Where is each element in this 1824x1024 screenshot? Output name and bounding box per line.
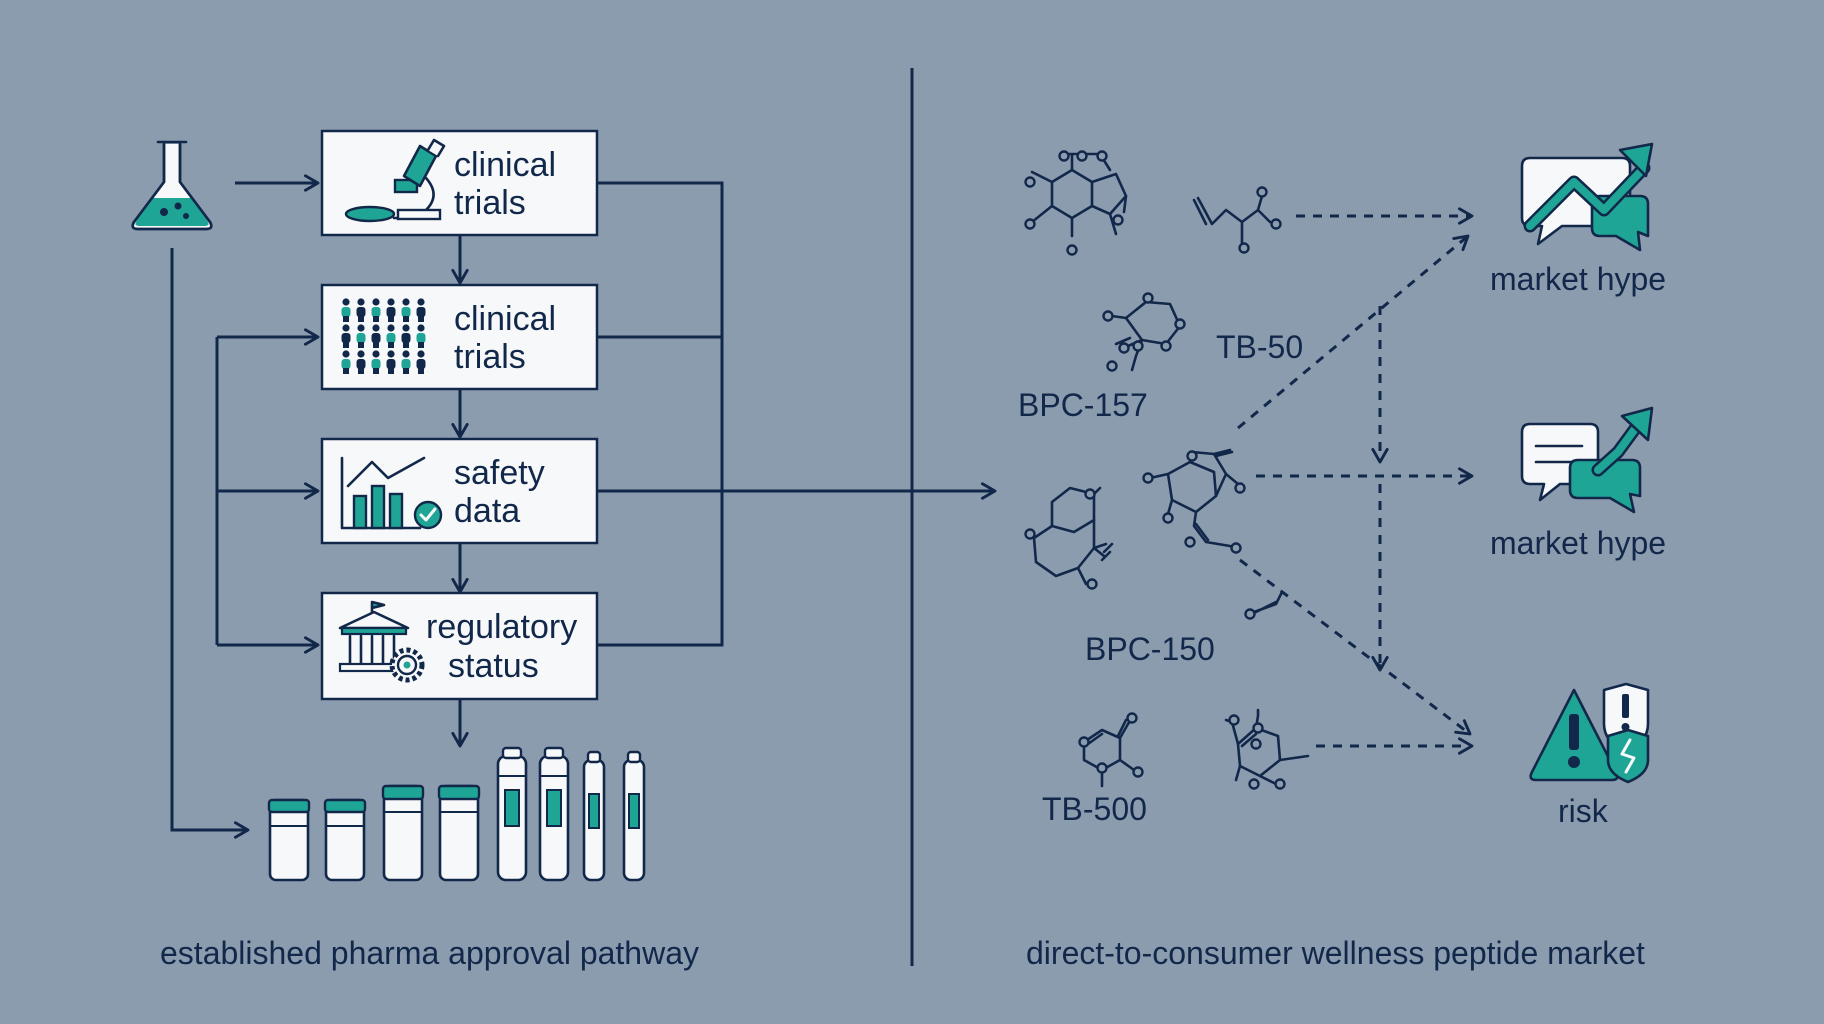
people-grid-icon — [341, 298, 426, 374]
step-4-line-2: status — [448, 647, 539, 685]
person-icon — [356, 298, 366, 322]
person-icon — [371, 298, 381, 322]
person-icon — [371, 324, 381, 348]
person-icon — [341, 298, 351, 322]
outcome-label-market-hype-2: market hype — [1490, 525, 1666, 561]
flask-icon — [131, 140, 213, 231]
person-icon — [386, 298, 396, 322]
pathway-step-clinical-trials-1: clinical trials — [320, 129, 599, 237]
step-2-line-1: clinical — [454, 300, 556, 338]
outcome-label-risk: risk — [1558, 793, 1609, 829]
step-3-line-2: data — [454, 492, 520, 530]
molecule-structure — [1024, 486, 1114, 590]
molecule-structure — [1142, 448, 1246, 554]
person-icon — [356, 324, 366, 348]
person-icon — [341, 324, 351, 348]
person-icon — [371, 350, 381, 374]
person-icon — [401, 298, 411, 322]
molecule-structure — [1244, 590, 1284, 620]
person-icon — [401, 350, 411, 374]
government-building-gear-icon — [338, 600, 425, 683]
pathway-step-regulatory-status: regulatory status — [320, 591, 599, 701]
approved-products-vials-and-pens — [267, 746, 646, 882]
person-icon — [341, 350, 351, 374]
warning-shield-icon — [1529, 682, 1650, 784]
person-icon — [416, 350, 426, 374]
person-icon — [386, 350, 396, 374]
person-icon — [356, 350, 366, 374]
peptide-label-tb-500: TB-500 — [1042, 791, 1147, 827]
peptide-label-tb-50: TB-50 — [1216, 329, 1303, 365]
vial-icon — [323, 798, 367, 882]
molecule-structure — [1078, 712, 1144, 788]
step-2-line-2: trials — [454, 338, 526, 376]
vial-icon — [381, 784, 425, 882]
step-4-line-1: regulatory — [426, 608, 577, 646]
microscope-icon — [344, 138, 446, 223]
pathway-step-safety-data: safety data — [320, 437, 599, 545]
hype-chat-trend-icon — [1520, 406, 1654, 514]
bar-chart-check-icon — [340, 456, 443, 530]
molecule-structure — [1192, 186, 1282, 254]
person-icon — [401, 324, 411, 348]
injector-pen-icon — [582, 750, 606, 882]
injector-pen-icon — [496, 746, 528, 882]
peptide-label-bpc-157: BPC-157 — [1018, 387, 1148, 423]
hype-chat-trend-icon — [1520, 142, 1654, 252]
molecule-structure — [1224, 708, 1310, 790]
market-dashed-flows — [1237, 207, 1474, 755]
person-icon — [386, 324, 396, 348]
pathway-step-clinical-trials-2: clinical trials — [320, 283, 599, 391]
molecule-structure — [1102, 292, 1186, 372]
person-icon — [416, 298, 426, 322]
injector-pen-icon — [538, 746, 570, 882]
peptide-label-bpc-150: BPC-150 — [1085, 631, 1215, 667]
step-3-line-1: safety — [454, 454, 545, 492]
pathway-connectors — [170, 174, 997, 839]
molecule-structure — [1024, 150, 1128, 256]
person-icon — [416, 324, 426, 348]
injector-pen-icon — [622, 750, 646, 882]
vial-icon — [267, 798, 311, 882]
vial-icon — [437, 784, 481, 882]
pathway-caption: established pharma approval pathway — [160, 935, 699, 971]
outcome-label-market-hype-1: market hype — [1490, 261, 1666, 297]
step-1-line-1: clinical — [454, 146, 556, 184]
step-1-line-2: trials — [454, 184, 526, 222]
market-caption: direct-to-consumer wellness peptide mark… — [1026, 935, 1645, 971]
